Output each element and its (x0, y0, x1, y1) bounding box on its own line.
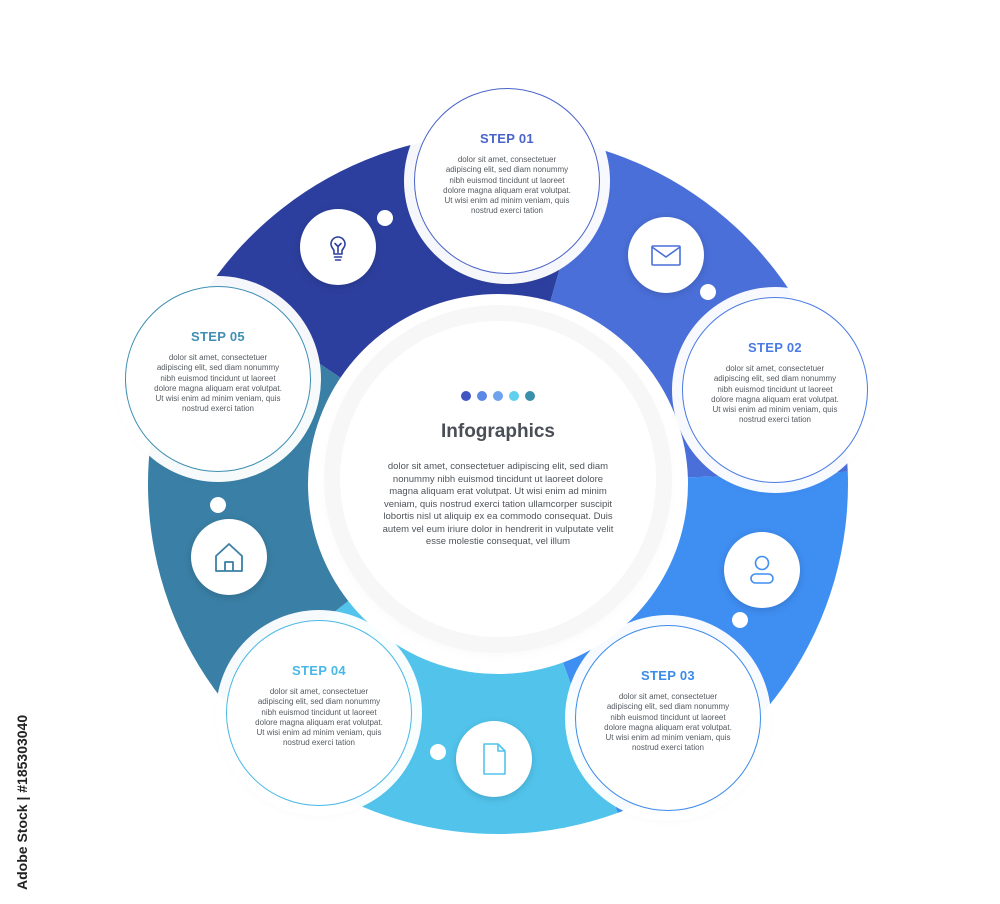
step-title: STEP 03 (641, 668, 695, 683)
step-title: STEP 04 (292, 663, 346, 678)
connector-node (700, 284, 716, 300)
step-title: STEP 01 (480, 131, 534, 146)
center-body-text: dolor sit amet, consectetuer adipiscing … (382, 461, 614, 547)
connector-node (732, 612, 748, 628)
step-03-card: STEP 03 dolor sit amet, consectetuer adi… (575, 625, 761, 811)
dot (477, 391, 487, 401)
connector-node (430, 744, 446, 760)
dot (525, 391, 535, 401)
connector-node (210, 497, 226, 513)
user-icon (724, 532, 800, 608)
step-04-card: STEP 04 dolor sit amet, consectetuer adi… (226, 620, 412, 806)
step-title: STEP 05 (191, 329, 245, 344)
document-icon (456, 721, 532, 797)
dot (493, 391, 503, 401)
center-panel: Infographics dolor sit amet, consectetue… (340, 321, 656, 637)
envelope-icon (628, 217, 704, 293)
lightbulb-icon (300, 209, 376, 285)
step-02-card: STEP 02 dolor sit amet, consectetuer adi… (682, 297, 868, 483)
step-01-card: STEP 01 dolor sit amet, consectetuer adi… (414, 88, 600, 274)
step-05-card: STEP 05 dolor sit amet, consectetuer adi… (125, 286, 311, 472)
center-title: Infographics (440, 421, 555, 442)
step-body: dolor sit amet, consectetuer adipiscing … (255, 687, 383, 748)
step-body: dolor sit amet, consectetuer adipiscing … (604, 692, 732, 753)
stock-id-text: Adobe Stock | #185303040 (14, 715, 30, 890)
step-title: STEP 02 (748, 340, 802, 355)
stock-id-label: Adobe Stock | #185303040 (14, 715, 30, 890)
dot (461, 391, 471, 401)
step-body: dolor sit amet, consectetuer adipiscing … (154, 353, 282, 414)
step-body: dolor sit amet, consectetuer adipiscing … (443, 155, 571, 216)
decorative-dots (340, 391, 656, 401)
step-body: dolor sit amet, consectetuer adipiscing … (711, 364, 839, 425)
home-icon (191, 519, 267, 595)
connector-node (377, 210, 393, 226)
dot (509, 391, 519, 401)
